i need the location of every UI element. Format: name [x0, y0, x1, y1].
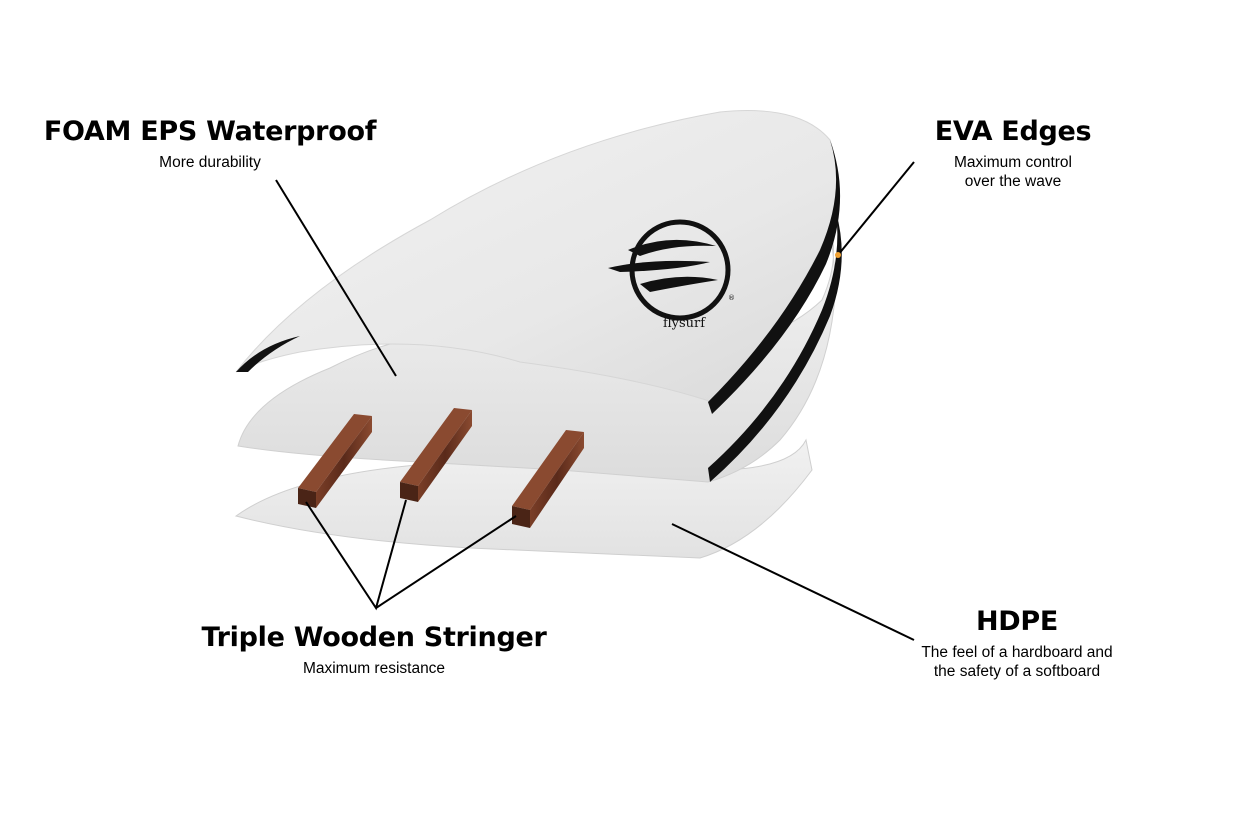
flysurf-logo: flysurf ® — [608, 219, 735, 331]
stringer-3 — [512, 430, 584, 528]
stringer-title: Triple Wooden Stringer — [201, 622, 547, 653]
eva-subtitle-line-2: over the wave — [964, 173, 1062, 190]
eva-subtitle-line-1: Maximum control — [954, 154, 1072, 171]
stringer-2 — [400, 408, 472, 502]
hdpe-title: HDPE — [975, 606, 1059, 637]
stringer-1 — [298, 414, 372, 508]
foam-subtitle: More durability — [159, 154, 261, 171]
logo-registered-mark: ® — [728, 294, 735, 302]
eva-rails — [236, 140, 842, 482]
hdpe-label: HDPE The feel of a hardboard and the saf… — [890, 606, 1144, 681]
foam-title: FOAM EPS Waterproof — [43, 116, 377, 147]
wooden-stringers — [298, 408, 584, 528]
stringer-subtitle: Maximum resistance — [302, 660, 446, 677]
eva-subtitle: Maximum control over the wave — [900, 153, 1126, 191]
hdpe-subtitle-line-2: the safety of a softboard — [933, 663, 1101, 680]
eva-label: EVA Edges Maximum control over the wave — [900, 116, 1126, 191]
hdpe-subtitle: The feel of a hardboard and the safety o… — [890, 643, 1144, 681]
eva-callout-dot — [835, 252, 841, 258]
callout-lines — [275, 161, 915, 641]
foam-leader-line — [275, 179, 397, 377]
hdpe-subtitle-line-1: The feel of a hardboard and — [921, 644, 1113, 661]
eva-title: EVA Edges — [934, 116, 1092, 147]
hdpe-leader-line — [671, 523, 915, 641]
stringer-label: Triple Wooden Stringer Maximum resistanc… — [200, 622, 548, 678]
eva-leader-line — [837, 161, 915, 256]
logo-brand-text: flysurf — [663, 316, 706, 331]
stringer-leader-line-b — [375, 515, 517, 609]
foam-label: FOAM EPS Waterproof More durability — [40, 116, 380, 172]
